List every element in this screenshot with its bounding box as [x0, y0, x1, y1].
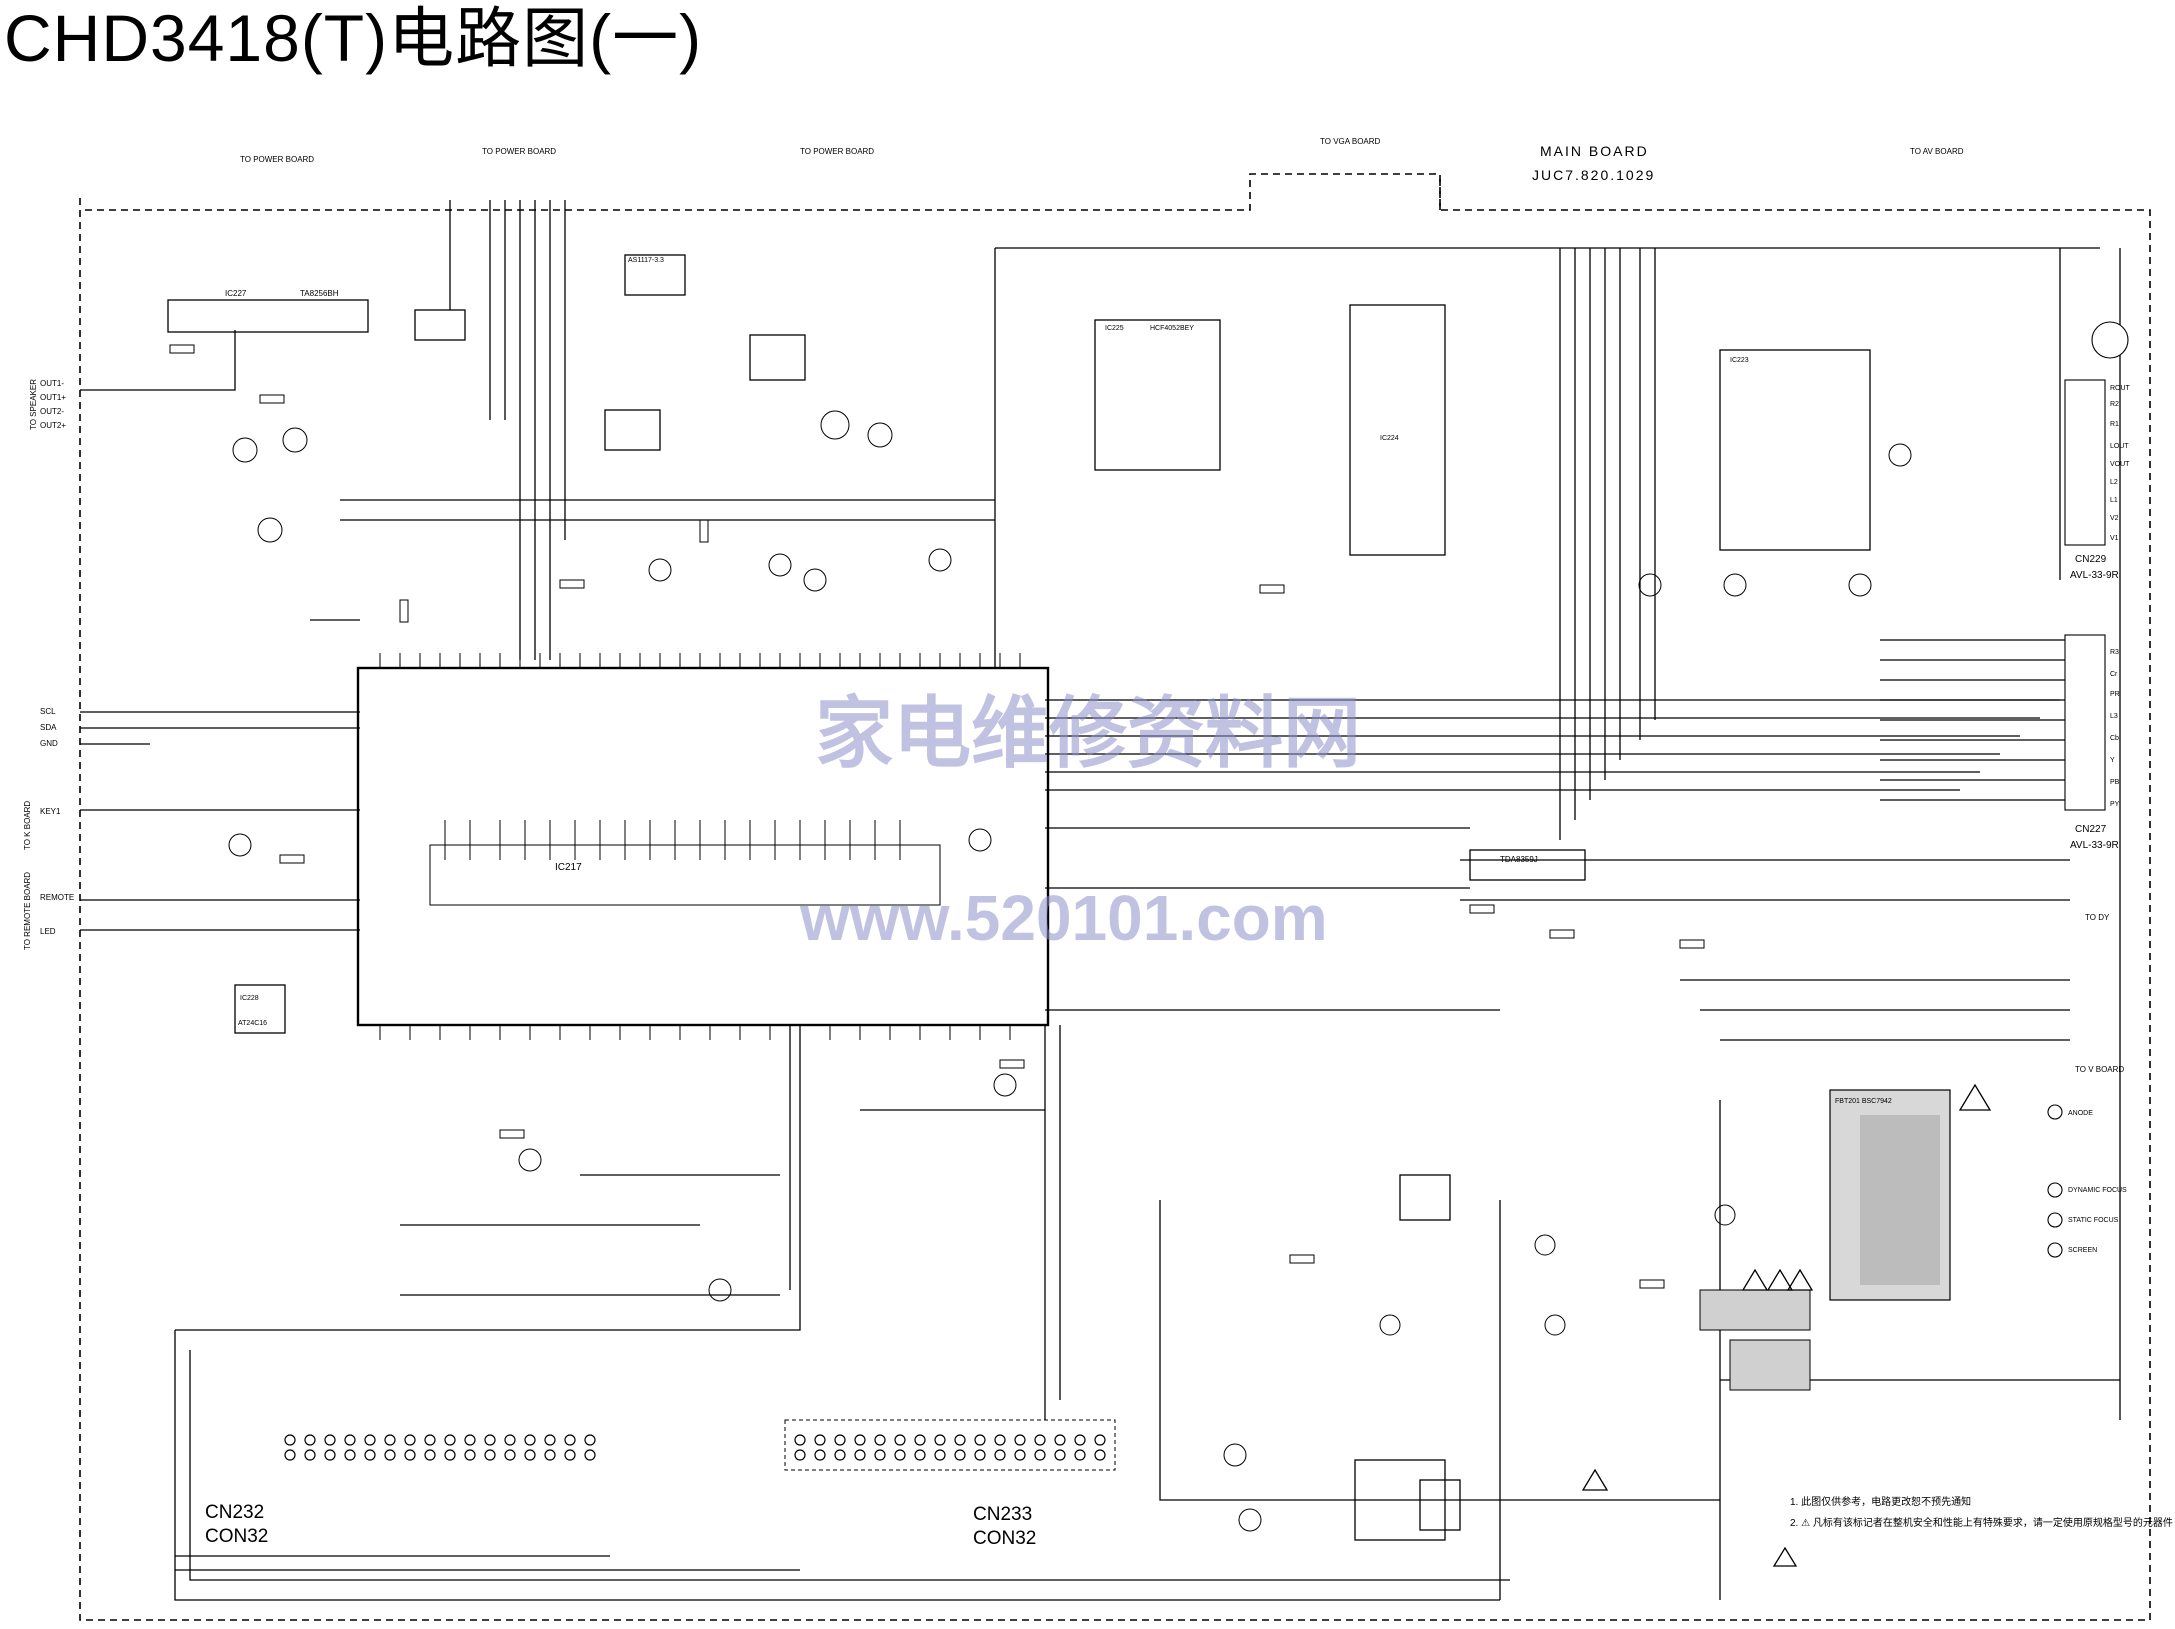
warning-icon — [1786, 1268, 1814, 1291]
ic228-label: IC228 — [240, 995, 259, 1002]
label-remote: REMOTE — [40, 893, 74, 902]
cn233-label: CN233 — [973, 1504, 1032, 1525]
label-scl: SCL — [40, 707, 56, 716]
label-to-remote-board: TO REMOTE BOARD — [23, 872, 32, 950]
con32-right-label: CON32 — [973, 1528, 1036, 1549]
ta8256bh-label: TA8256BH — [300, 289, 339, 298]
warning-icons — [1581, 1083, 1992, 1567]
con32-left-label: CON32 — [205, 1526, 268, 1547]
avl-33-9r-label-1: AVL-33-9R — [2070, 570, 2119, 581]
label-gnd: GND — [40, 739, 58, 748]
label-av-rout: ROUT — [2110, 385, 2131, 392]
label-av-r1: R1 — [2110, 421, 2119, 428]
warning-icon — [1772, 1546, 1798, 1567]
warning-icon — [1581, 1468, 1609, 1491]
fbt-transformer — [1699, 1089, 1951, 1391]
label-dynamic-focus: DYNAMIC FOCUS — [2068, 1187, 2127, 1194]
label-av-vout: VOUT — [2110, 461, 2130, 468]
ic224-label: IC224 — [1380, 435, 1399, 442]
label-anode: ANODE — [2068, 1110, 2093, 1117]
label-av-lout: LOUT — [2110, 443, 2129, 450]
ic225-label: IC225 — [1105, 325, 1124, 332]
label-av-l1: L1 — [2110, 497, 2118, 504]
tda8359j-label: TDA8359J — [1500, 855, 1538, 864]
label-to-power-board-3: TO POWER BOARD — [800, 147, 874, 156]
label-screen: SCREEN — [2068, 1247, 2097, 1254]
label-av-r2: R2 — [2110, 401, 2119, 408]
label-av-pr: PR — [2110, 691, 2120, 698]
wire-network — [80, 200, 2121, 1601]
cn232-pins — [284, 1434, 596, 1461]
label-led: LED — [40, 927, 56, 936]
label-av-y: Y — [2110, 757, 2115, 764]
cn233-pins — [794, 1434, 1106, 1461]
label-to-k-board: TO K BOARD — [23, 801, 32, 850]
warning-icon — [1741, 1268, 1769, 1291]
label-sda: SDA — [40, 723, 57, 732]
ic223-label: IC223 — [1730, 357, 1749, 364]
label-av-l2: L2 — [2110, 479, 2118, 486]
label-av-v1: V1 — [2110, 535, 2119, 542]
label-to-dy: TO DY — [2085, 913, 2110, 922]
ic227-label: IC227 — [225, 289, 247, 298]
ic217-pins — [379, 653, 1021, 1040]
label-out2-minus: OUT2- — [40, 407, 64, 416]
page-title: CHD3418(T)电路图(一) — [4, 1, 703, 75]
label-key1: KEY1 — [40, 807, 61, 816]
watermark-url: www.520101.com — [799, 882, 1328, 954]
label-to-power-board-2: TO POWER BOARD — [482, 147, 556, 156]
label-out1-plus: OUT1+ — [40, 393, 66, 402]
board-code: JUC7.820.1029 — [1532, 167, 1655, 183]
label-av-r3: R3 — [2110, 649, 2119, 656]
label-to-vga-board: TO VGA BOARD — [1320, 137, 1381, 146]
fbt-label: FBT201 BSC7942 — [1835, 1098, 1892, 1105]
board-outline — [79, 173, 2151, 1621]
note-2: 2. ⚠ 凡标有该标记者在整机安全和性能上有特殊要求，请一定使用原规格型号的元器… — [1790, 1516, 2173, 1529]
warning-icon — [1766, 1268, 1794, 1291]
label-static-focus: STATIC FOCUS — [2068, 1217, 2119, 1224]
av-jacks — [2047, 321, 2129, 1258]
label-av-pb: PB — [2110, 779, 2120, 786]
label-out1-minus: OUT1- — [40, 379, 64, 388]
at24c16-label: AT24C16 — [238, 1020, 267, 1027]
label-out2-plus: OUT2+ — [40, 421, 66, 430]
cn227-label: CN227 — [2075, 824, 2107, 835]
label-to-power-board-1: TO POWER BOARD — [240, 155, 314, 164]
ic217-block: IC217 — [356, 666, 1050, 1027]
cn232-label: CN232 — [205, 1502, 264, 1523]
label-av-cr: Cr — [2110, 671, 2118, 678]
label-av-cb: Cb — [2110, 735, 2119, 742]
label-to-av-board: TO AV BOARD — [1910, 147, 1964, 156]
board-name: MAIN BOARD — [1540, 143, 1649, 159]
label-av-py: PY — [2110, 801, 2120, 808]
label-to-v-board: TO V BOARD — [2075, 1065, 2124, 1074]
label-av-v2: V2 — [2110, 515, 2119, 522]
hcf4052-label: HCF4052BEY — [1150, 325, 1194, 332]
cn233-frame — [784, 1419, 1116, 1471]
ic-boxes — [167, 254, 1871, 1541]
watermark-cn: 家电维修资料网 — [815, 689, 1361, 777]
components — [169, 344, 1912, 1532]
label-to-speaker: TO SPEAKER — [29, 379, 38, 430]
cn229-label: CN229 — [2075, 554, 2107, 565]
ic217-label: IC217 — [555, 862, 582, 873]
warning-icon — [1958, 1083, 1992, 1111]
avl-33-9r-label-2: AVL-33-9R — [2070, 840, 2119, 851]
note-1: 1. 此图仅供参考，电路更改恕不预先通知 — [1790, 1495, 1971, 1508]
as1117-label: AS1117-3.3 — [628, 257, 664, 264]
label-av-l3: L3 — [2110, 713, 2118, 720]
